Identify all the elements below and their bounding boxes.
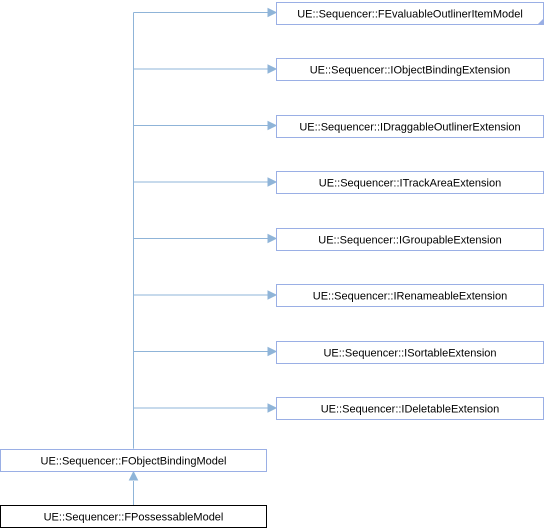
base-class-node[interactable]: UE::Sequencer::ISortableExtension (276, 341, 544, 364)
base-class-node-label: UE::Sequencer::IDraggableOutlinerExtensi… (299, 122, 520, 134)
parent-class-node[interactable]: UE::Sequencer::FObjectBindingModel (0, 449, 267, 472)
branch-arrowhead (267, 346, 278, 357)
base-class-node[interactable]: UE::Sequencer::IDeletableExtension (276, 397, 544, 420)
branch-arrowhead (267, 403, 278, 413)
base-class-node[interactable]: UE::Sequencer::FEvaluableOutlinerItemMod… (276, 2, 544, 25)
base-class-node-label: UE::Sequencer::ITrackAreaExtension (319, 178, 501, 190)
branch-arrowhead (267, 64, 278, 74)
parent-class-node-box (0, 449, 267, 472)
base-class-node-label: UE::Sequencer::ISortableExtension (323, 348, 496, 360)
base-class-node-label: UE::Sequencer::IRenameableExtension (313, 291, 507, 303)
branch-arrowhead (267, 120, 278, 131)
inheritance-edges (128, 7, 278, 505)
base-class-node[interactable]: UE::Sequencer::IObjectBindingExtension (276, 58, 544, 81)
more-members-marker (537, 18, 544, 25)
base-class-node[interactable]: UE::Sequencer::IDraggableOutlinerExtensi… (276, 115, 544, 138)
base-class-node[interactable]: UE::Sequencer::IGroupableExtension (276, 228, 544, 251)
base-class-node-label: UE::Sequencer::IObjectBindingExtension (310, 65, 511, 77)
branch-arrowhead (267, 290, 278, 300)
base-class-node-label: UE::Sequencer::FEvaluableOutlinerItemMod… (297, 9, 523, 21)
current-arrowhead (128, 470, 139, 481)
branch-arrowhead (267, 7, 278, 18)
parent-class-node-label: UE::Sequencer::FObjectBindingModel (41, 456, 227, 468)
branch-arrowhead (267, 233, 278, 244)
current-class-node[interactable]: UE::Sequencer::FPossessableModel (0, 505, 267, 528)
base-class-node[interactable]: UE::Sequencer::ITrackAreaExtension (276, 171, 544, 194)
branch-arrowhead (267, 177, 278, 187)
base-class-node[interactable]: UE::Sequencer::IRenameableExtension (276, 284, 544, 307)
base-class-node-label: UE::Sequencer::IDeletableExtension (321, 404, 500, 416)
current-class-node-label: UE::Sequencer::FPossessableModel (44, 512, 224, 524)
base-class-node-label: UE::Sequencer::IGroupableExtension (318, 235, 501, 247)
